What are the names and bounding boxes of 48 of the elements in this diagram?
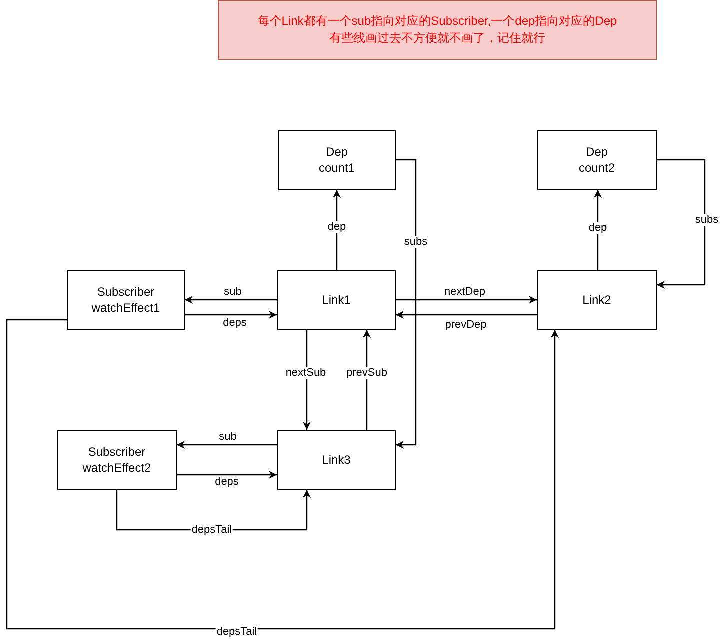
dep-box — [278, 130, 396, 190]
box-label: Link3 — [322, 452, 351, 468]
arrow — [594, 190, 602, 270]
arrow — [396, 296, 537, 304]
edge-label: deps — [214, 476, 240, 488]
note-text: 每个Link都有一个sub指向对应的Subscriber,一个dep指向对应的Dep — [258, 13, 618, 30]
edge-label: prevSub — [346, 367, 388, 379]
edge-label: subs — [694, 214, 720, 226]
arrow — [177, 441, 277, 449]
box-label: Dep — [586, 144, 608, 160]
box-label: count1 — [318, 160, 356, 176]
arrow — [185, 296, 277, 304]
note-box — [218, 0, 657, 60]
edge-label: depsTail — [216, 626, 258, 638]
edge-label: dep — [326, 221, 348, 233]
dep-box — [537, 130, 657, 190]
link-box — [537, 270, 657, 330]
edge-label: nextSub — [284, 367, 328, 379]
note-text: 有些线画过去不方便就不画了，记住就行 — [330, 30, 546, 47]
arrow — [6, 319, 559, 630]
arrow — [657, 159, 706, 289]
edge-label: deps — [222, 317, 248, 329]
arrow — [363, 330, 371, 430]
box-label: Dep — [326, 144, 348, 160]
edge-label: subs — [403, 236, 429, 248]
subscriber-box — [67, 270, 185, 330]
box-label: Link1 — [322, 292, 351, 308]
edge-label: depsTail — [190, 524, 234, 536]
arrow — [333, 190, 341, 270]
link-box — [277, 270, 396, 330]
arrow — [396, 159, 417, 449]
edge-label: dep — [588, 222, 608, 234]
box-label: count2 — [578, 160, 616, 176]
edge-label: nextDep — [444, 286, 486, 298]
box-label: Subscriber — [97, 284, 155, 300]
edge-label: sub — [223, 286, 243, 298]
edge-label: sub — [218, 431, 238, 443]
subscriber-box — [57, 430, 177, 490]
edge-label: prevDep — [444, 319, 488, 331]
arrow — [303, 330, 311, 430]
link-box — [277, 430, 396, 490]
box-label: watchEffect1 — [92, 300, 160, 316]
box-label: Link2 — [582, 292, 612, 308]
arrow — [177, 471, 277, 479]
box-label: Subscriber — [88, 444, 146, 460]
box-label: watchEffect2 — [82, 460, 152, 476]
arrow — [185, 311, 277, 319]
arrow — [396, 311, 537, 319]
